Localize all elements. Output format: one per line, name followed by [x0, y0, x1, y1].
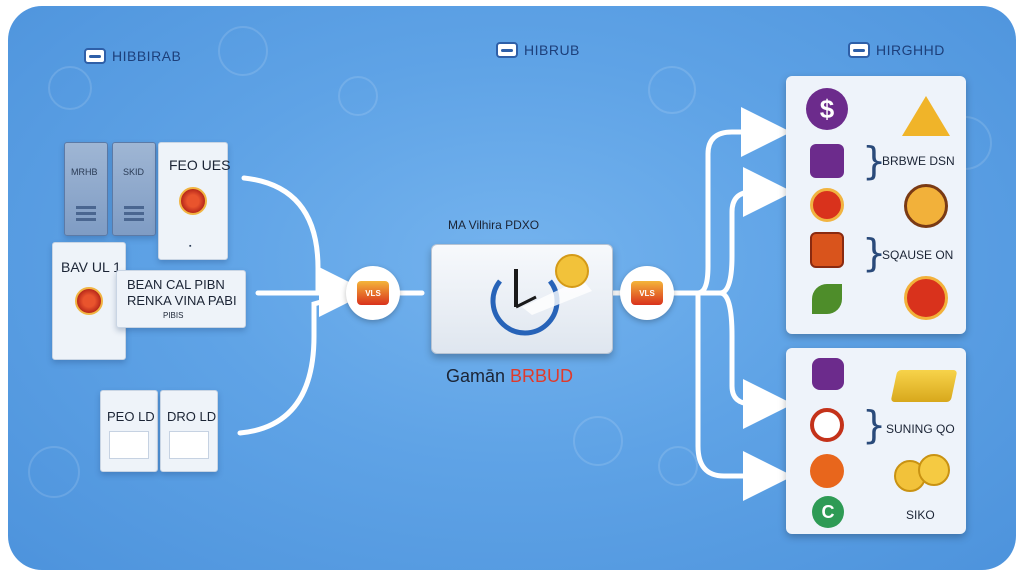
- center-caption-top: MA Vilhira PDXO: [448, 218, 540, 232]
- card-label: SKID: [123, 167, 145, 177]
- watermark-circle: [648, 66, 696, 114]
- card-label: MRHB: [71, 167, 98, 177]
- document-card: SKID: [112, 142, 156, 236]
- diagram-canvas: HIBBIRAB HIBRUB HIRGHHD: [8, 6, 1016, 570]
- emblem-icon: [179, 187, 207, 215]
- left-badge: VLS: [346, 266, 400, 320]
- watermark-circle: [28, 446, 80, 498]
- watermark-circle: [48, 66, 92, 110]
- panel-label-4: SIKO: [906, 508, 935, 522]
- arrow-top-to-badge: [241, 175, 369, 317]
- card-lines: [124, 203, 144, 224]
- arrow-fan-2: [695, 167, 793, 296]
- brace-icon: }: [862, 403, 887, 447]
- info-line-2: RENKA VINA PABI: [127, 293, 237, 308]
- watermark-circle: [573, 416, 623, 466]
- info-line-1: BEAN CAL PIBN: [127, 277, 225, 292]
- watermark-circle: [218, 26, 268, 76]
- card-preview: [169, 431, 209, 459]
- shield-icon: [810, 144, 844, 178]
- info-card: BEAN CAL PIBN RENKA VINA PABI PIBIS: [116, 270, 246, 328]
- emblem-icon: [75, 287, 103, 315]
- header-left-label: HIBBIRAB: [112, 48, 182, 64]
- document-card: MRHB: [64, 142, 108, 236]
- card-title: FEO UES: [169, 157, 231, 173]
- panel-label-1: BRBWE DSN: [882, 154, 955, 168]
- watermark-circle: [338, 76, 378, 116]
- panel-label-3: SUNING QO: [886, 422, 955, 436]
- warning-icon: [902, 96, 950, 136]
- dollar-icon: $: [806, 88, 848, 130]
- leaf-icon: [812, 284, 842, 314]
- document-card: PEO LD: [100, 390, 158, 472]
- right-bottom-panel: } SUNING QO C SIKO: [786, 348, 966, 534]
- panel-label-2: SQAUSE ON: [882, 248, 954, 262]
- info-line-3: PIBIS: [163, 311, 184, 320]
- arrow-fan-3: [695, 290, 793, 429]
- document-card: DRO LD: [160, 390, 218, 472]
- green-c-icon: C: [812, 496, 844, 528]
- center-hub-box: [431, 244, 613, 354]
- header-right-label: HIRGHHD: [876, 42, 945, 58]
- seal-icon: [904, 276, 948, 320]
- card-preview: [109, 431, 149, 459]
- caption-part-2: BRBUD: [510, 366, 574, 386]
- brace-icon: }: [862, 231, 887, 275]
- arrow-fan-4: [695, 290, 793, 501]
- coin-icon: [918, 454, 950, 486]
- right-badge-label: VLS: [631, 281, 663, 305]
- document-card: FEO UES ▪: [158, 142, 231, 260]
- header-logo-icon: [496, 42, 518, 58]
- tower-emblem-icon: [810, 408, 844, 442]
- caption-part-1: Gamān: [446, 366, 511, 386]
- card-footer: ▪: [189, 243, 192, 250]
- header-logo-icon: [848, 42, 870, 58]
- right-badge: VLS: [620, 266, 674, 320]
- document-card: BAV UL 1: [52, 242, 126, 360]
- header-left: HIBBIRAB: [84, 48, 181, 64]
- card-title: DRO LD: [167, 409, 217, 424]
- gold-bar-icon: [890, 370, 958, 402]
- lion-emblem-icon: [904, 184, 948, 228]
- brace-icon: }: [862, 139, 887, 183]
- right-top-panel: $ } BRBWE DSN } SQAUSE ON: [786, 76, 966, 334]
- center-caption-bottom: Gamān BRBUD: [446, 366, 573, 387]
- card-title: PEO LD: [107, 409, 155, 424]
- watermark-circle: [658, 446, 698, 486]
- crest-icon: [810, 232, 844, 268]
- header-logo-icon: [84, 48, 106, 64]
- gauge-icon: [490, 254, 592, 336]
- left-badge-label: VLS: [357, 281, 389, 305]
- header-center-label: HIBRUB: [524, 42, 580, 58]
- header-center: HIBRUB: [496, 42, 580, 58]
- card-lines: [76, 203, 96, 224]
- flame-icon: [810, 454, 844, 488]
- arrow-fan-1: [669, 107, 791, 296]
- arrow-bottom-to-badge: [237, 293, 345, 436]
- header-right: HIRGHHD: [848, 42, 945, 58]
- location-icon: [810, 188, 844, 222]
- badge-icon: [812, 358, 844, 390]
- card-title: BAV UL 1: [61, 259, 121, 275]
